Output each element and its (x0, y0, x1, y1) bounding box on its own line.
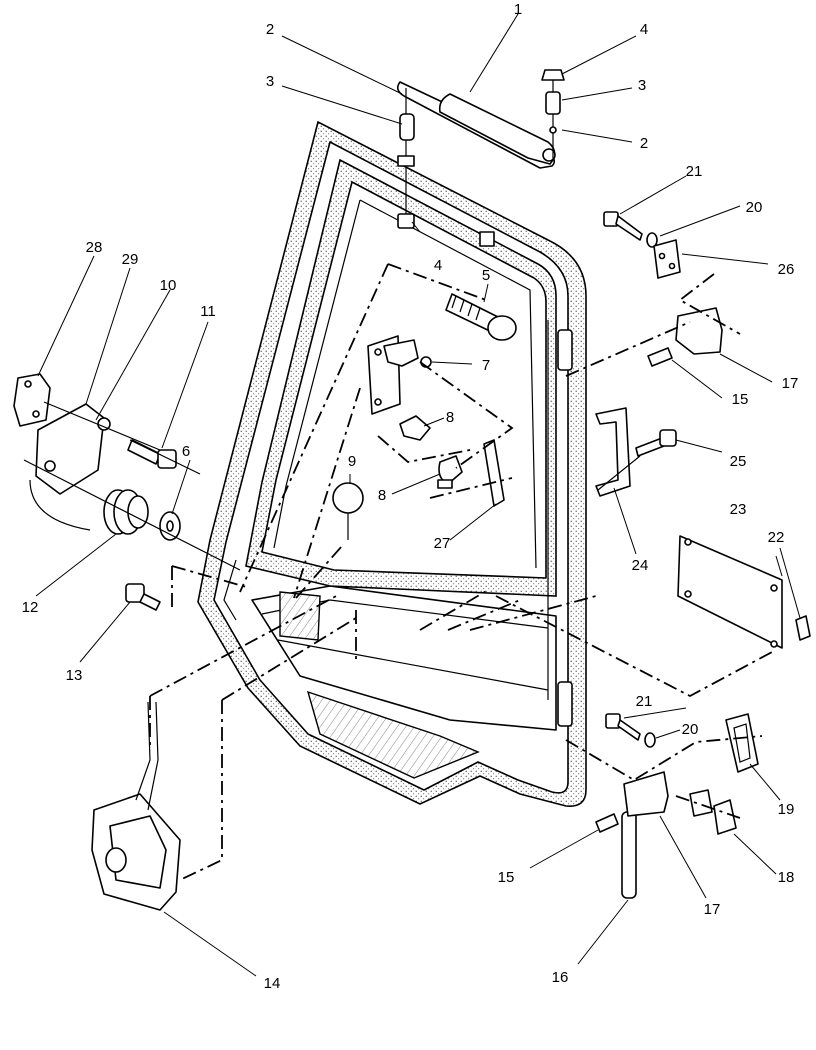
part-8-clips (399, 415, 463, 489)
callout-3-left: 3 (266, 73, 274, 90)
part-28-latch-plate (13, 373, 51, 427)
part-6-washer (159, 511, 181, 541)
callout-16: 16 (552, 969, 569, 986)
door-frame (197, 120, 587, 807)
callout-29: 29 (122, 251, 139, 268)
callout-6: 6 (182, 443, 190, 460)
part-23-cover-plate (677, 535, 783, 649)
part-22-screw (795, 615, 811, 641)
callout-26: 26 (778, 261, 795, 278)
callout-22: 22 (768, 529, 785, 546)
part-7-latch-assembly (367, 335, 432, 415)
callout-2-left: 2 (266, 21, 274, 38)
part-24-handle-bar (595, 407, 631, 497)
part-20-21-fasteners-top (603, 211, 658, 248)
part-17-hinge-brackets (623, 307, 723, 817)
callout-14: 14 (264, 975, 281, 992)
callout-23: 23 (730, 501, 747, 518)
callout-21-lower: 21 (636, 693, 653, 710)
callout-18: 18 (778, 869, 795, 886)
strut-left-fasteners (397, 88, 415, 229)
part-9-ball-knob (332, 482, 364, 540)
callout-17-lower: 17 (704, 901, 721, 918)
part-16-hinge-rod (621, 811, 637, 899)
part-11-bolt (127, 439, 177, 469)
callout-labels: 1 2 3 4 4 3 2 5 6 7 8 8 9 10 11 12 13 14… (22, 1, 799, 992)
part-1-gas-strut (396, 81, 556, 169)
callout-1: 1 (514, 1, 522, 18)
callout-3-right: 3 (638, 77, 646, 94)
callout-7: 7 (482, 357, 490, 374)
part-18-19-clips (689, 713, 759, 835)
part-15-hinge-pins (595, 347, 673, 833)
callout-24: 24 (632, 557, 649, 574)
callout-9: 9 (348, 453, 356, 470)
callout-5: 5 (482, 267, 490, 284)
part-25-bolt (635, 429, 677, 457)
strut-right-fasteners (541, 69, 565, 160)
callout-8-upper: 8 (446, 409, 454, 426)
callout-15-upper: 15 (732, 391, 749, 408)
callout-13: 13 (66, 667, 83, 684)
part-12-roller (103, 489, 149, 535)
part-27-rod-clip (483, 439, 505, 507)
part-14-latch-handle (91, 701, 181, 911)
callout-17-upper: 17 (782, 375, 799, 392)
callout-27: 27 (434, 535, 451, 552)
callout-4-left: 4 (434, 257, 442, 274)
part-13-bolt (125, 583, 161, 611)
callout-19: 19 (778, 801, 795, 818)
part-5-striker-pin (445, 293, 517, 341)
part-20-21-fasteners-bottom (605, 713, 656, 748)
part-26-mount-plate (653, 239, 681, 279)
callout-8-lower: 8 (378, 487, 386, 504)
callout-10: 10 (160, 277, 177, 294)
callout-20-upper: 20 (746, 199, 763, 216)
callout-12: 12 (22, 599, 39, 616)
callout-4-right: 4 (640, 21, 648, 38)
callout-20-lower: 20 (682, 721, 699, 738)
leader-lines (35, 13, 801, 977)
callout-28: 28 (86, 239, 103, 256)
callout-25: 25 (730, 453, 747, 470)
assembly-lines (23, 263, 773, 881)
part-29-bracket-plate (29, 403, 111, 531)
callout-2-right: 2 (640, 135, 648, 152)
callout-11: 11 (200, 303, 216, 320)
callout-15-lower: 15 (498, 869, 515, 886)
callout-21-upper: 21 (686, 163, 703, 180)
